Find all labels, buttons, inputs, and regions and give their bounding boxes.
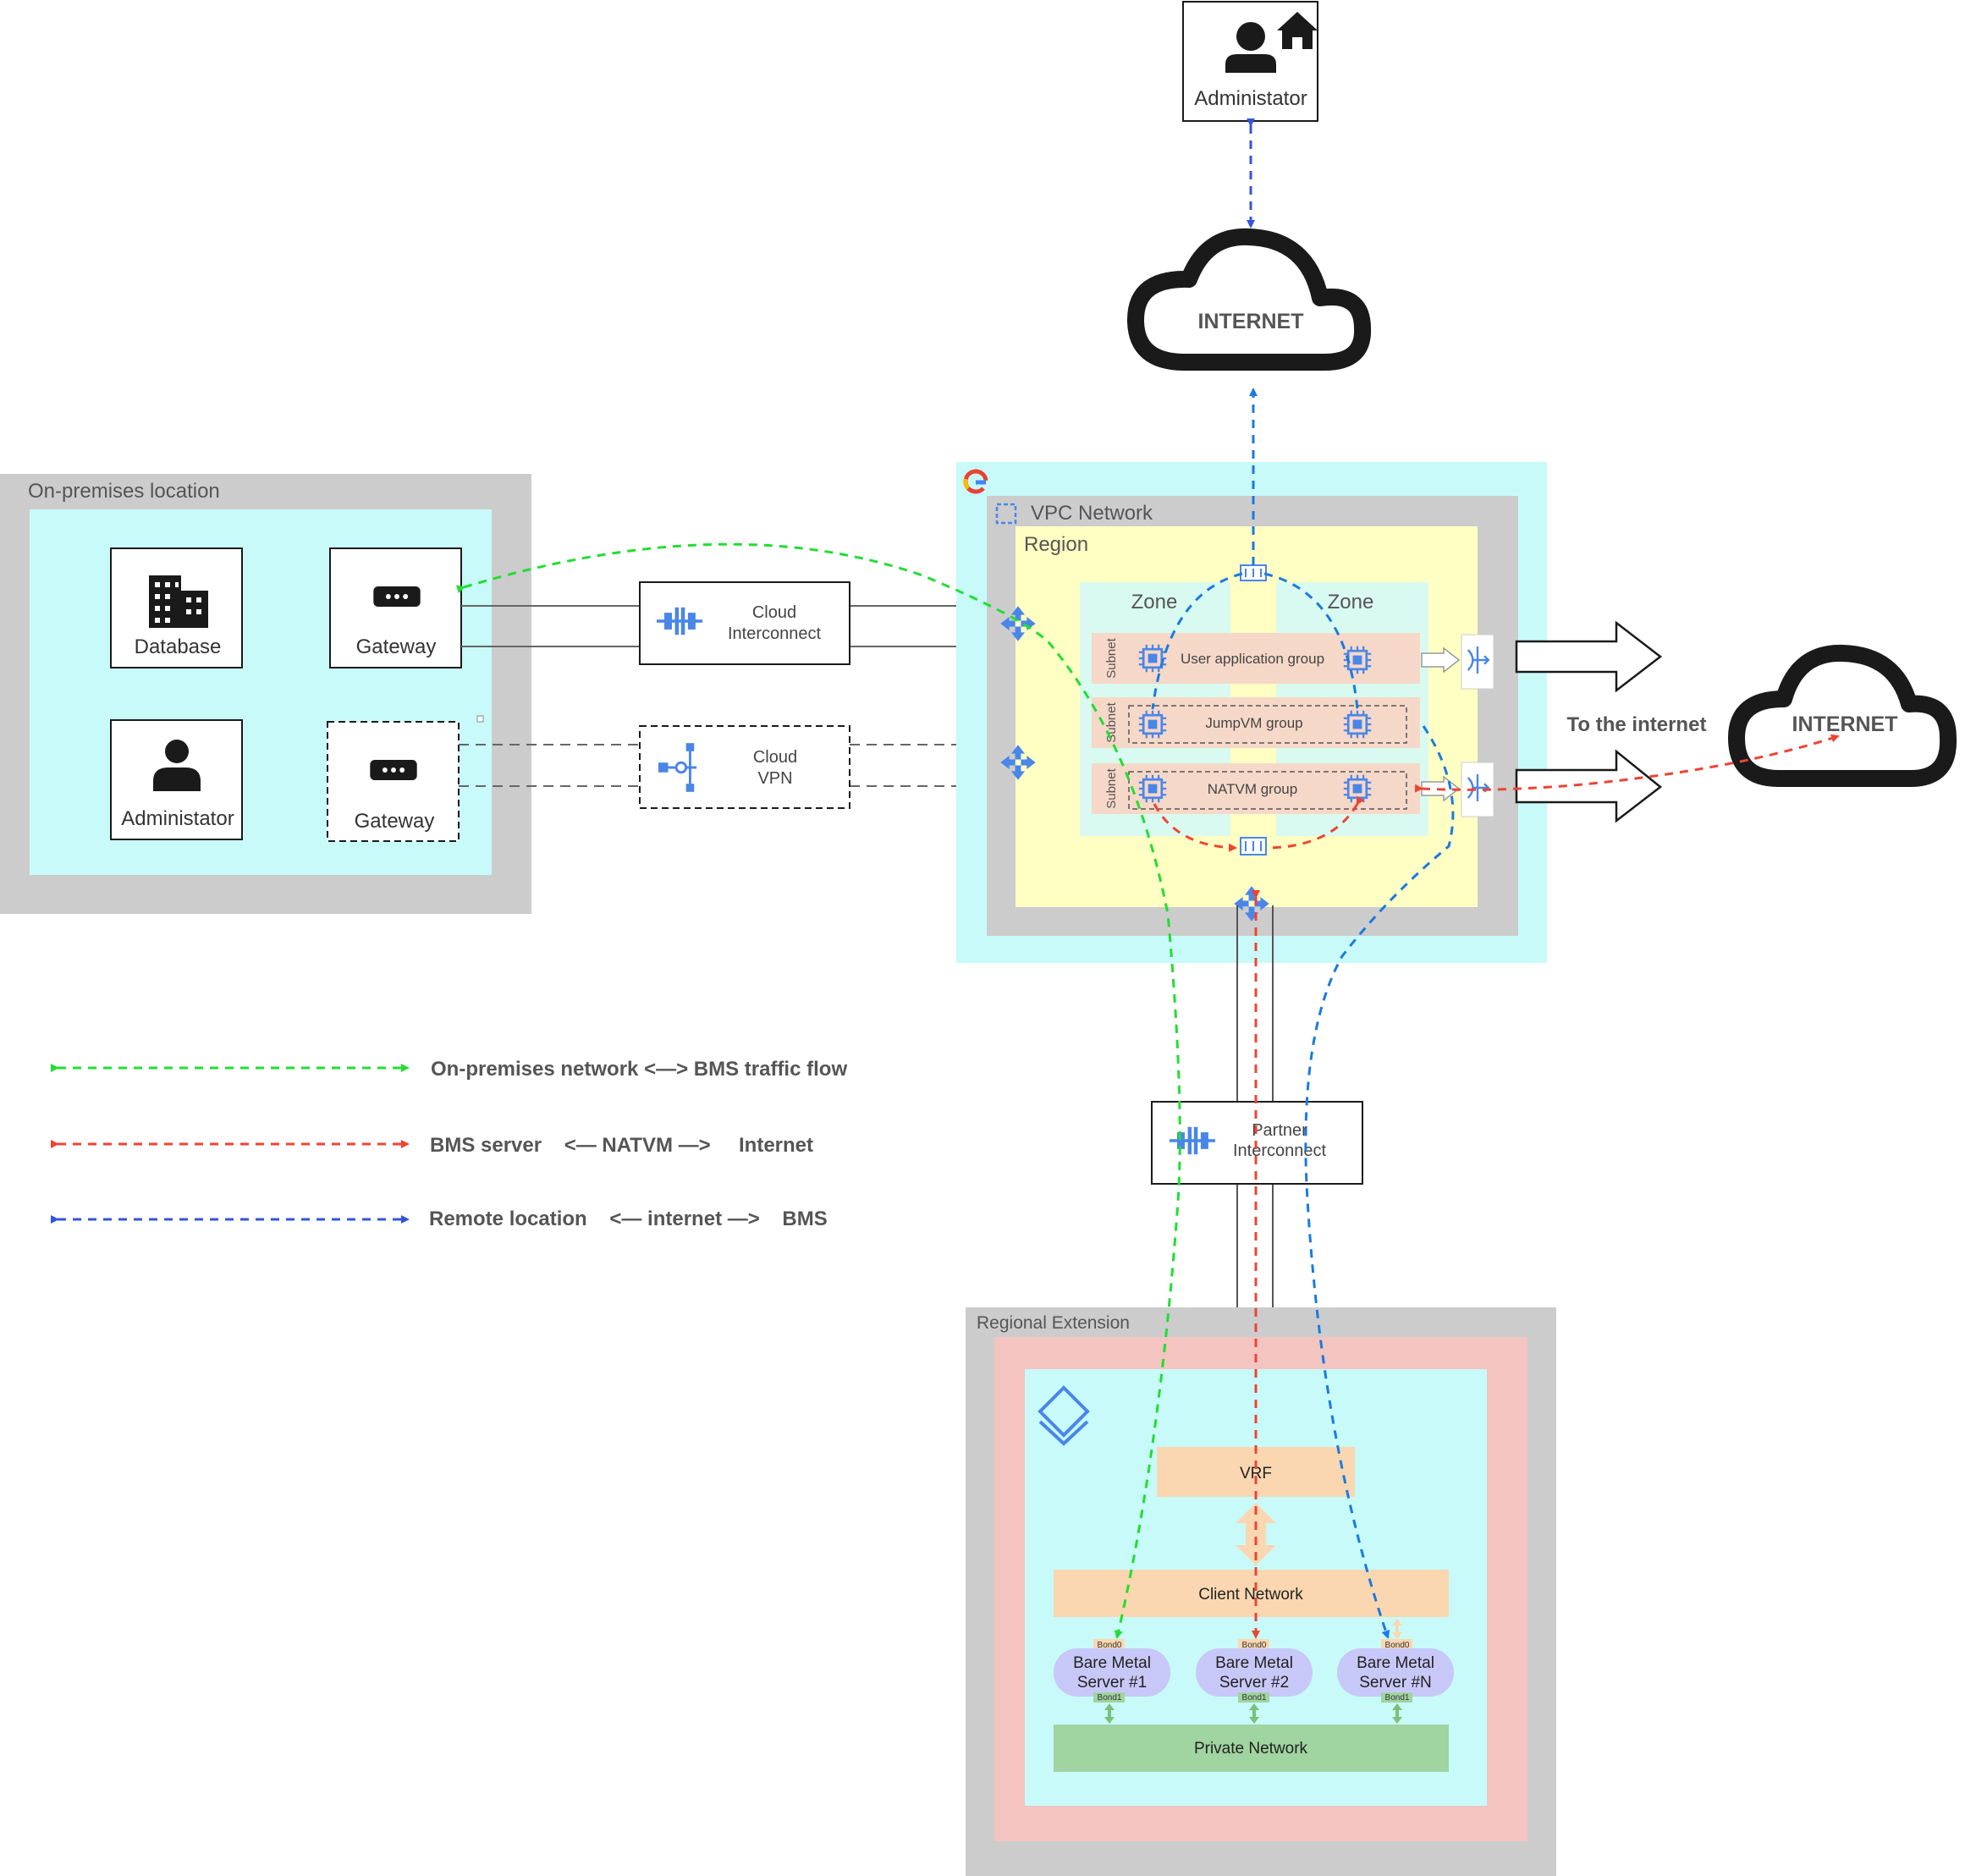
cloud-vpn-line1: Cloud [753,748,797,767]
gateway-icon [370,760,417,780]
to-internet-label: To the internet [1567,713,1707,736]
server-2-line1: Bare Metal [1215,1654,1293,1672]
private-network-node: Private Network [1054,1725,1449,1772]
administrator-top-label: Administator [1194,87,1307,110]
chip-icon [1342,773,1373,804]
user-app-group-label: User application group [1181,651,1324,667]
jumpvm-group-label: JumpVM group [1205,715,1302,731]
bare-metal-server-1: Bond0 Bare Metal Server #1 Bond1 [1054,1639,1170,1724]
on-premises-location: On-premises location Database Gateway Ad… [0,474,531,914]
internet-cloud-top: INTERNET [1127,228,1372,371]
gateway-interconnect-node: Gateway [329,547,462,668]
cloud-interconnect-node: Cloud Interconnect [639,581,850,665]
partner-interconnect-line2: Interconnect [1233,1142,1327,1160]
vpc-network: VPC Network Region Zone Zone Subnet User… [956,462,1547,963]
google-logo-icon [963,469,988,494]
bond1-label: Bond1 [1385,1693,1410,1703]
client-server-arrow [1392,1619,1402,1639]
administrator-onprem-label: Administator [121,807,234,830]
on-premises-title: On-premises location [28,480,220,503]
internet-top-label: INTERNET [1198,310,1304,333]
internet-right-label: INTERNET [1792,712,1898,736]
bond0-label: Bond0 [1385,1641,1410,1650]
internet-cloud-right: INTERNET [1728,644,1957,787]
legend-text-red: BMS server <— NATVM —> Internet [430,1134,813,1157]
person-icon [1225,22,1276,73]
server-n-line1: Bare Metal [1357,1654,1434,1672]
bond0-label: Bond0 [1098,1641,1122,1650]
legend-text-blue: Remote location <— internet —> BMS [429,1208,828,1230]
chip-icon [1137,709,1168,740]
server-2-line2: Server #2 [1219,1674,1289,1692]
client-network-label: Client Network [1198,1586,1303,1604]
server-1-line2: Server #1 [1077,1674,1147,1692]
regional-extension: Regional Extension VRF Client Network Bo… [966,1307,1556,1876]
bond0-label: Bond0 [1242,1641,1267,1650]
chip-icon [1137,773,1168,804]
partner-interconnect-line1: Partner [1252,1121,1307,1140]
cloud-interconnect-line2: Interconnect [728,624,822,643]
big-arrow-upper [1515,620,1663,693]
subnet-label: Subnet [1104,701,1119,742]
flow-natvm-internet [1414,734,1840,793]
database-node: Database [110,547,243,668]
server-private-arrow [1104,1703,1115,1724]
home-icon [1277,12,1318,49]
gateway-vpn-node: Gateway [327,721,460,842]
flow-onprem-bms [455,542,1181,1639]
vrf-node: VRF [1157,1447,1355,1497]
subnet-user-application: Subnet User application group [1092,633,1420,684]
server-n-line2: Server #N [1359,1674,1432,1692]
natvm-group-label: NATVM group [1208,781,1297,797]
administrator-remote-node: Administator [1182,1,1318,122]
server-1-line1: Bare Metal [1073,1654,1151,1672]
flow-lb-jumpvm-right [1263,572,1359,710]
flow-lb-jumpvm-left [1151,572,1243,710]
building-icon [149,575,208,628]
database-label: Database [135,635,222,658]
load-balancer-bottom-icon [1240,837,1267,855]
legend: On-premises network <—> BMS traffic flow… [51,1058,847,1230]
subnet-jumpvm: Subnet JumpVM group [1092,697,1420,748]
regional-extension-title: Regional Extension [977,1313,1130,1333]
region-title: Region [1024,533,1088,556]
vpc-network-icon [995,503,1017,525]
bond1-label: Bond1 [1242,1693,1267,1703]
cloud-interconnect-line1: Cloud [752,603,796,622]
subnet-label: Subnet [1104,767,1119,808]
load-balancer-top-icon [1240,564,1267,581]
private-network-label: Private Network [1194,1740,1308,1758]
server-private-arrow [1392,1703,1402,1724]
bare-metal-server-n: Bond0 Bare Metal Server #N Bond1 [1337,1619,1454,1724]
legend-item-red: BMS server <— NATVM —> Internet [51,1134,813,1157]
gateway-icon [373,586,421,607]
nat-gateway-upper [1461,634,1494,690]
legend-item-blue: Remote location <— internet —> BMS [51,1208,828,1230]
small-marker [476,715,484,723]
gateway-interconnect-label: Gateway [356,635,437,658]
cloud-vpn-line2: VPN [757,769,792,788]
zone-right-label: Zone [1328,591,1374,613]
small-arrow-upper [1421,646,1461,674]
flow-jumpvm-bms [1304,725,1455,1639]
chip-icon [1137,643,1168,674]
subnet-natvm: Subnet NATVM group [1092,763,1420,814]
cloud-vpn-node: Cloud VPN [639,725,850,809]
administrator-onprem-node: Administator [110,719,243,840]
zone-left-label: Zone [1131,591,1178,613]
chip-icon [1342,709,1373,740]
bond1-label: Bond1 [1098,1693,1122,1703]
gateway-vpn-label: Gateway [355,810,435,833]
flow-natvm-right [1269,795,1365,850]
cloud-icon [1127,228,1372,371]
server-private-arrow [1249,1703,1259,1724]
legend-text-green: On-premises network <—> BMS traffic flow [431,1058,847,1081]
bare-metal-server-2: Bond0 Bare Metal Server #2 Bond1 [1196,1639,1313,1724]
client-network-node: Client Network [1054,1570,1449,1617]
vpc-network-title: VPC Network [1031,502,1153,525]
subnet-label: Subnet [1104,637,1119,678]
legend-item-green: On-premises network <—> BMS traffic flow [51,1058,847,1081]
